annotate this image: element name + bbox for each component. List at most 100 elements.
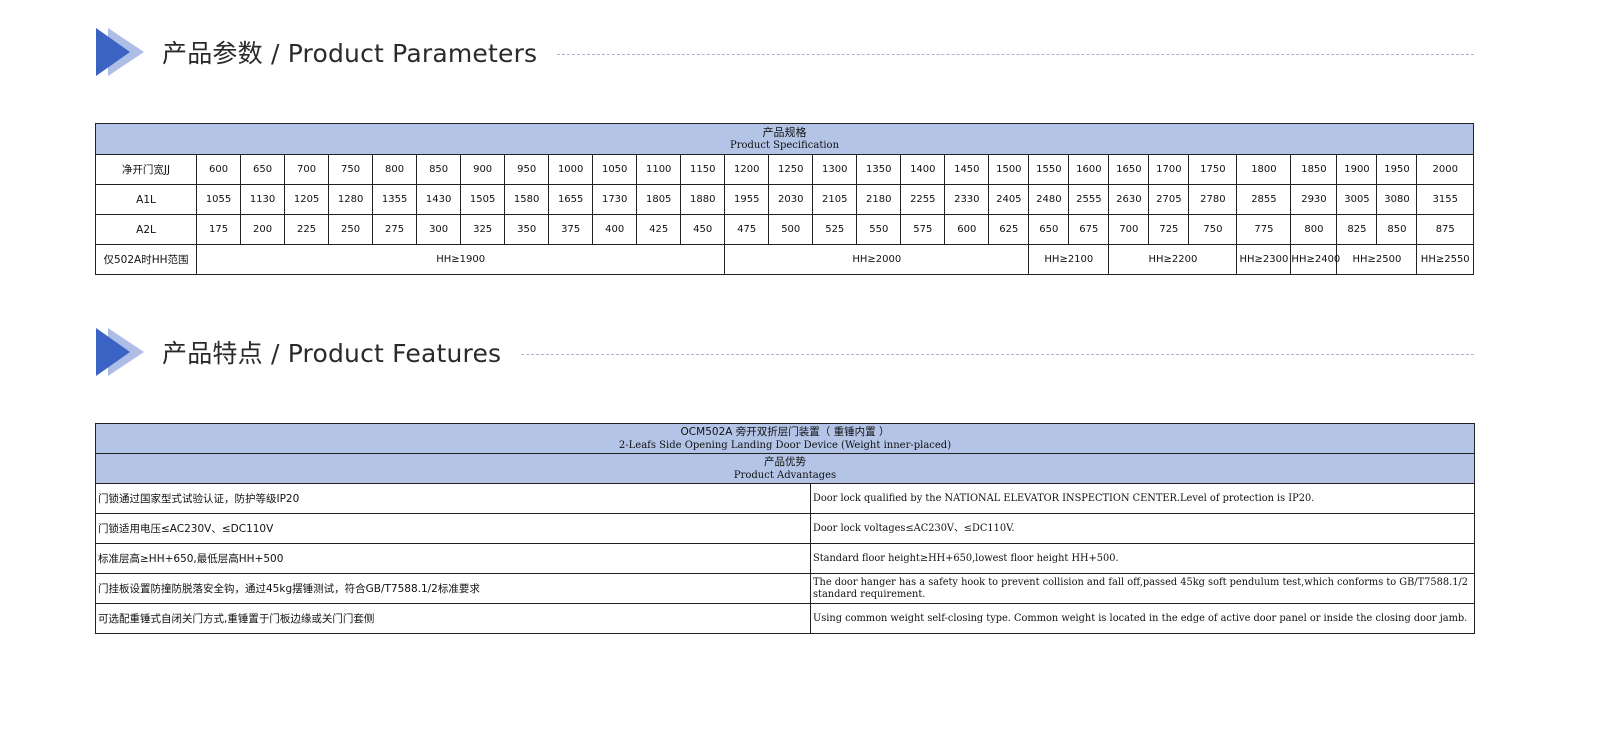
- double-chevron-right-icon: [96, 28, 144, 76]
- features-title-cn: OCM502A 旁开双折层门装置（ 重锤内置 ）: [680, 425, 890, 438]
- spec-cell: 2930: [1290, 184, 1338, 215]
- spec-cell: 1900: [1336, 154, 1378, 185]
- spec-cell: 1750: [1188, 154, 1238, 185]
- spec-cell: 1300: [812, 154, 858, 185]
- spec-cell: 3155: [1416, 184, 1474, 215]
- spec-cell: 2855: [1236, 184, 1292, 215]
- spec-cell: 1650: [1108, 154, 1150, 185]
- feature-cn: 门挂板设置防撞防脱落安全钩，通过45kg摆锤测试，符合GB/T7588.1/2标…: [95, 573, 811, 604]
- spec-cell: 2000: [1416, 154, 1474, 185]
- hh-range-cell: HH≥2200: [1108, 244, 1238, 275]
- spec-cell: 275: [372, 214, 418, 245]
- params-section-header: 产品参数 / Product Parameters: [96, 24, 1474, 80]
- spec-cell: 1580: [504, 184, 550, 215]
- spec-cell: 600: [196, 154, 242, 185]
- spec-cell: 775: [1236, 214, 1292, 245]
- hh-range-cell: HH≥2300: [1236, 244, 1292, 275]
- spec-cell: 250: [328, 214, 374, 245]
- spec-cell: 2030: [768, 184, 814, 215]
- spec-cell: 2330: [944, 184, 990, 215]
- spec-cell: 550: [856, 214, 902, 245]
- spec-cell: 625: [988, 214, 1030, 245]
- spec-cell: 450: [680, 214, 726, 245]
- spec-cell: 875: [1416, 214, 1474, 245]
- spec-cell: 1805: [636, 184, 682, 215]
- advantages-header-en: Product Advantages: [733, 469, 837, 481]
- spec-row-label: A1L: [94, 184, 198, 215]
- spec-row-label: 净开门宽JJ: [94, 154, 198, 185]
- spec-table-header-row: 产品规格 Product Specification: [95, 123, 1474, 155]
- features-dashed-rule: [521, 353, 1474, 355]
- feature-en: Door lock voltages≤AC230V、≤DC110V.: [810, 513, 1475, 544]
- features-title-cell: OCM502A 旁开双折层门装置（ 重锤内置 ） 2-Leafs Side Op…: [95, 423, 1475, 454]
- spec-cell: 750: [1188, 214, 1238, 245]
- spec-cell: 1655: [548, 184, 594, 215]
- features-title-row: OCM502A 旁开双折层门装置（ 重锤内置 ） 2-Leafs Side Op…: [95, 423, 1475, 454]
- features-table: OCM502A 旁开双折层门装置（ 重锤内置 ） 2-Leafs Side Op…: [95, 423, 1475, 634]
- spec-cell: 1850: [1290, 154, 1338, 185]
- features-section-header: 产品特点 / Product Features: [96, 324, 1474, 380]
- spec-cell: 225: [284, 214, 330, 245]
- hh-range-cell: HH≥1900: [196, 244, 726, 275]
- spec-cell: 400: [592, 214, 638, 245]
- params-dashed-rule: [557, 53, 1474, 55]
- spec-cell: 200: [240, 214, 286, 245]
- spec-cell: 2555: [1068, 184, 1110, 215]
- spec-cell: 2105: [812, 184, 858, 215]
- spec-cell: 1130: [240, 184, 286, 215]
- spec-cell: 375: [548, 214, 594, 245]
- feature-cn: 标准层高≥HH+650,最低层高HH+500: [95, 543, 811, 574]
- spec-cell: 1600: [1068, 154, 1110, 185]
- spec-cell: 300: [416, 214, 462, 245]
- spec-cell: 2480: [1028, 184, 1070, 215]
- spec-cell: 525: [812, 214, 858, 245]
- spec-cell: 1550: [1028, 154, 1070, 185]
- spec-cell: 850: [416, 154, 462, 185]
- spec-header-en: Product Specification: [729, 140, 840, 151]
- spec-cell: 1730: [592, 184, 638, 215]
- spec-cell: 1150: [680, 154, 726, 185]
- spec-cell: 1280: [328, 184, 374, 215]
- spec-cell: 475: [724, 214, 770, 245]
- spec-cell: 2180: [856, 184, 902, 215]
- spec-cell: 1880: [680, 184, 726, 215]
- spec-cell: 650: [1028, 214, 1070, 245]
- spec-cell: 1200: [724, 154, 770, 185]
- spec-cell: 500: [768, 214, 814, 245]
- feature-en: Standard floor height≥HH+650,lowest floo…: [810, 543, 1475, 574]
- features-title-en: 2-Leafs Side Opening Landing Door Device…: [618, 439, 952, 451]
- double-chevron-right-icon: [96, 328, 144, 376]
- spec-table-header: 产品规格 Product Specification: [95, 123, 1474, 155]
- spec-cell: 1100: [636, 154, 682, 185]
- spec-cell: 2705: [1148, 184, 1190, 215]
- spec-cell: 825: [1336, 214, 1378, 245]
- spec-row-label: A2L: [94, 214, 198, 245]
- spec-cell: 1205: [284, 184, 330, 215]
- hh-range-cell: HH≥2100: [1028, 244, 1110, 275]
- advantages-header-row: 产品优势 Product Advantages: [95, 453, 1475, 484]
- spec-cell: 2780: [1188, 184, 1238, 215]
- hh-range-label: 仅502A时HH范围: [94, 244, 198, 275]
- spec-cell: 1800: [1236, 154, 1292, 185]
- spec-cell: 3080: [1376, 184, 1418, 215]
- features-section-title: 产品特点 / Product Features: [162, 339, 502, 368]
- hh-range-cell: HH≥2550: [1416, 244, 1474, 275]
- spec-cell: 1430: [416, 184, 462, 215]
- advantages-header-cell: 产品优势 Product Advantages: [95, 453, 1475, 484]
- spec-cell: 750: [328, 154, 374, 185]
- spec-cell: 1955: [724, 184, 770, 215]
- feature-cn: 门锁适用电压≤AC230V、≤DC110V: [95, 513, 811, 544]
- spec-cell: 600: [944, 214, 990, 245]
- spec-cell: 1050: [592, 154, 638, 185]
- spec-cell: 350: [504, 214, 550, 245]
- feature-en: Door lock qualified by the NATIONAL ELEV…: [810, 483, 1475, 514]
- spec-cell: 1505: [460, 184, 506, 215]
- spec-cell: 1450: [944, 154, 990, 185]
- feature-en: Using common weight self-closing type. C…: [810, 603, 1475, 634]
- spec-cell: 700: [1108, 214, 1150, 245]
